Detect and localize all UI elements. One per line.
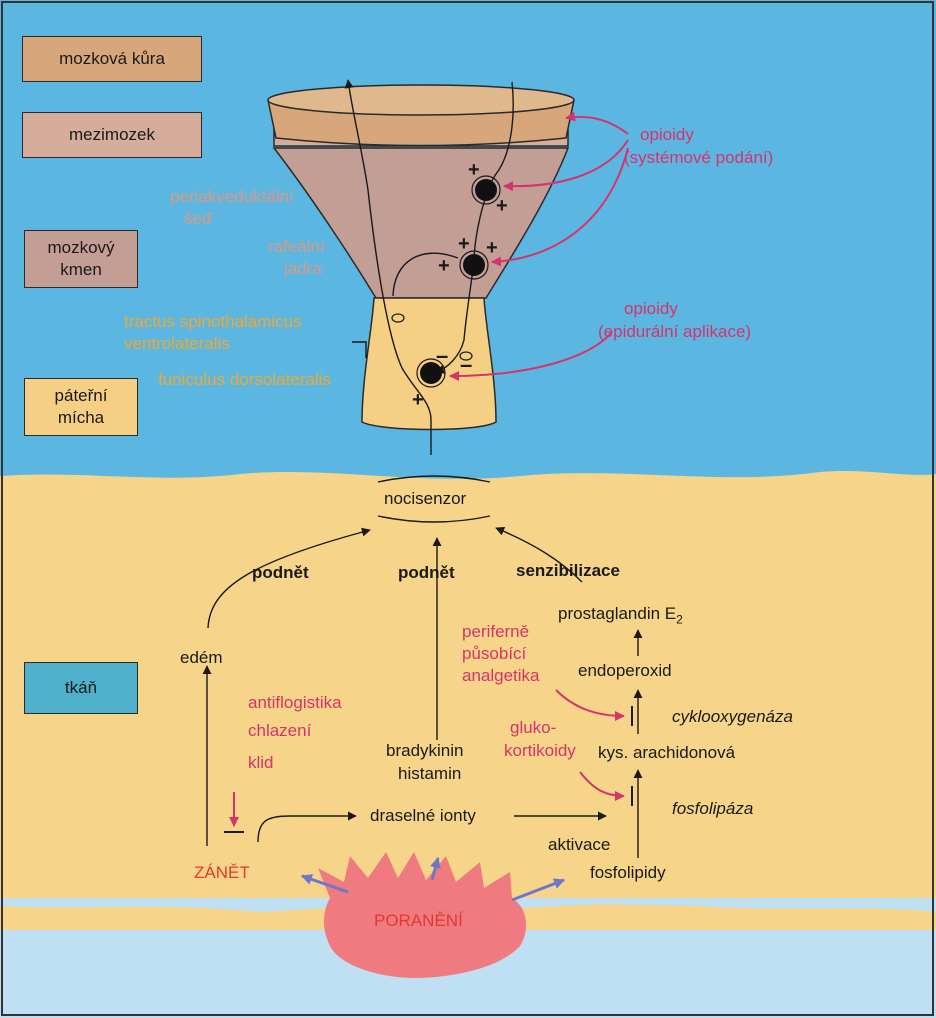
region-diencephalon: mezimozek bbox=[22, 112, 202, 158]
sensitization-label: senzibilizace bbox=[516, 561, 620, 580]
cyclooxygenase-label: cyklooxygenáza bbox=[672, 707, 793, 726]
prostaglandin-label: prostaglandin E2 bbox=[558, 603, 683, 630]
opioid-arrow-raphe bbox=[491, 147, 629, 267]
endoperoxide-label: endoperoxid bbox=[578, 661, 672, 680]
ascending-tract bbox=[344, 79, 432, 455]
arachidonic-label: kys. arachidonová bbox=[598, 743, 736, 762]
pag-label-2: šeď bbox=[184, 209, 213, 228]
activation-label: aktivace bbox=[548, 835, 611, 854]
bradykinin-label: bradykinin bbox=[386, 741, 464, 760]
opioid-arrow-spinal bbox=[449, 331, 613, 381]
dlf-label: funiculus dorsolateralis bbox=[158, 370, 331, 389]
stimulus-label-1: podnět bbox=[252, 563, 309, 582]
spinal-neuron-ring bbox=[416, 358, 446, 388]
inflammation-label: ZÁNĚT bbox=[194, 863, 250, 882]
region-brainstem: mozkový kmen bbox=[24, 230, 138, 288]
arrow-inflammation-potassium bbox=[257, 811, 357, 843]
region-cortex: mozková kůra bbox=[22, 36, 202, 82]
raphe-label-1: rafeální bbox=[268, 237, 325, 256]
opioid-epidural-label-2: (epidurální aplikace) bbox=[598, 322, 752, 341]
antiphlogistics-label: antiflogistika bbox=[248, 693, 342, 712]
region-tissue: tkáň bbox=[24, 662, 138, 714]
arrow-edema-stimulus bbox=[207, 527, 371, 629]
opioid-arrow-cortex bbox=[565, 111, 629, 135]
region-diencephalon-label: mezimozek bbox=[69, 125, 155, 144]
collateral-fiber bbox=[392, 252, 459, 297]
stt-marker bbox=[391, 313, 405, 323]
inhibit-arrow-peripheral bbox=[555, 689, 625, 721]
injury-ray-left bbox=[300, 874, 349, 894]
potassium-label: draselné ionty bbox=[370, 806, 476, 825]
minus-sign-spinal-1: – bbox=[436, 343, 449, 368]
glucocorticoids-label-2: kortikoidy bbox=[504, 741, 576, 760]
tissue-background bbox=[0, 471, 936, 912]
region-tissue-label: tkáň bbox=[64, 678, 98, 697]
nociceptor-bracket-top bbox=[377, 475, 491, 483]
stimulus-label-2: podnět bbox=[398, 563, 455, 582]
region-cortex-label: mozková kůra bbox=[59, 49, 165, 68]
inhibit-arrow-glucocorticoids bbox=[579, 771, 625, 801]
injury-ray-right bbox=[511, 878, 566, 902]
nociceptor-label: nocisenzor bbox=[384, 489, 467, 508]
plus-sign-spinal: + bbox=[412, 389, 424, 411]
opioid-epidural-label-1: opioidy bbox=[624, 299, 678, 318]
pag-neuron bbox=[475, 179, 497, 201]
nociceptor-bracket-bottom bbox=[377, 515, 491, 523]
region-spinal-label-1: páteřní bbox=[54, 386, 108, 405]
lateral-fiber bbox=[352, 341, 367, 358]
plus-sign-pag-1: + bbox=[468, 159, 480, 181]
peripheral-analgesics-label-3: analgetika bbox=[462, 666, 540, 685]
peripheral-analgesics-label-1: periferně bbox=[462, 622, 530, 641]
opioid-arrow-pag bbox=[503, 139, 629, 192]
rest-label: klid bbox=[248, 753, 274, 772]
region-brainstem-label-1: mozkový bbox=[47, 238, 115, 257]
injury-ray-center bbox=[430, 856, 441, 881]
pag-neuron-ring bbox=[471, 175, 501, 205]
raphe-neuron-ring bbox=[459, 250, 489, 280]
edema-label: edém bbox=[180, 648, 223, 667]
descending-tract bbox=[435, 81, 514, 374]
dlf-marker bbox=[459, 351, 473, 361]
region-brainstem-label-2: kmen bbox=[60, 260, 102, 279]
phospholipids-label: fosfolipidy bbox=[590, 863, 666, 882]
minus-sign-spinal-2: – bbox=[460, 352, 473, 377]
histamine-label: histamin bbox=[398, 764, 462, 783]
arrow-sensitization bbox=[495, 526, 583, 583]
pag-label-1: periakveduktální bbox=[170, 187, 294, 206]
opioid-systemic-label-2: (systémové podání) bbox=[624, 148, 774, 167]
cortex-top bbox=[267, 84, 575, 116]
opioid-systemic-label-1: opioidy bbox=[640, 125, 694, 144]
raphe-neuron bbox=[463, 254, 485, 276]
region-spinal-cord: páteřní mícha bbox=[24, 378, 138, 436]
glucocorticoids-label-1: gluko- bbox=[510, 718, 557, 737]
injury-label: PORANĚNÍ bbox=[374, 911, 463, 930]
peripheral-analgesics-label-2: působící bbox=[462, 644, 527, 663]
prostaglandin-text: prostaglandin E bbox=[558, 604, 677, 623]
phospholipase-label: fosfolipáza bbox=[672, 799, 754, 818]
stt-label-2: ventrolateralis bbox=[124, 334, 230, 353]
plus-sign-pag-2: + bbox=[496, 195, 508, 217]
injury-shape bbox=[318, 852, 527, 978]
plus-sign-raphe-3: + bbox=[438, 255, 450, 277]
region-spinal-label-2: mícha bbox=[57, 408, 105, 427]
cooling-label: chlazení bbox=[248, 721, 312, 740]
spinal-neuron bbox=[420, 362, 442, 384]
raphe-label-2: jádra bbox=[284, 259, 322, 278]
plus-sign-raphe-2: + bbox=[486, 237, 498, 259]
stt-label-1: tractus spinothalamicus bbox=[124, 312, 302, 331]
plus-sign-raphe-1: + bbox=[458, 233, 470, 255]
prostaglandin-subscript: 2 bbox=[676, 612, 683, 627]
